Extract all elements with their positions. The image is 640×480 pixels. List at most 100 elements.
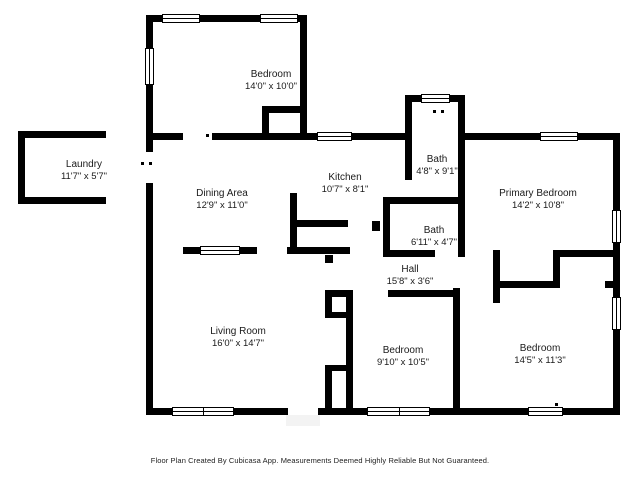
room-dimensions: 9'10" x 10'5" <box>376 357 430 368</box>
wall-segment <box>18 197 106 204</box>
wall-segment <box>493 281 560 288</box>
wall-segment <box>405 95 412 180</box>
room-dimensions: 4'8" x 9'1" <box>416 166 458 177</box>
room-name: Bedroom <box>519 343 561 354</box>
window-pane-line <box>422 97 449 99</box>
window-symbol <box>612 297 621 330</box>
door-marker <box>141 162 144 165</box>
window-pane-line <box>541 135 577 137</box>
room-name: Primary Bedroom <box>499 188 577 199</box>
wall-segment <box>234 408 288 415</box>
window-pane-line <box>201 249 239 251</box>
window-pane-line <box>163 17 199 19</box>
window-symbol <box>200 246 240 255</box>
wall-segment <box>553 250 620 257</box>
window-pane-line <box>615 211 617 242</box>
door-marker <box>206 134 209 137</box>
door-marker <box>433 110 436 113</box>
wall-segment <box>296 220 348 227</box>
wall-segment <box>325 293 332 318</box>
wall-segment <box>146 408 172 415</box>
wall-segment <box>383 197 460 204</box>
wall-segment <box>430 408 528 415</box>
wall-segment <box>183 247 200 254</box>
room-name: Kitchen <box>328 172 362 183</box>
wall-segment <box>332 365 346 371</box>
room-name: Hall <box>401 264 419 275</box>
wall-segment <box>458 95 465 257</box>
room-dimensions: 16'0" x 14'7" <box>211 338 265 349</box>
porch-shading <box>286 415 320 426</box>
room-dimensions: 14'2" x 10'8" <box>511 200 565 211</box>
room-name: Living Room <box>210 326 266 337</box>
window-symbol <box>421 94 450 103</box>
wall-segment <box>290 193 297 254</box>
window-pane-line <box>529 410 562 412</box>
window-pane-line <box>318 135 351 137</box>
wall-segment <box>383 250 435 257</box>
wall-segment <box>325 365 332 410</box>
wall-segment <box>212 133 405 140</box>
wall-segment <box>553 250 560 288</box>
wall-segment <box>332 312 346 318</box>
wall-segment <box>325 290 353 297</box>
window-symbol <box>317 132 352 141</box>
room-name: Bath <box>426 154 448 165</box>
wall-segment <box>493 250 500 303</box>
wall-segment <box>388 290 460 297</box>
wall-segment <box>146 15 307 22</box>
room-name: Bedroom <box>382 345 424 356</box>
room-dimensions: 14'5" x 11'3" <box>514 355 566 366</box>
window-symbol <box>367 407 430 416</box>
door-marker <box>441 110 444 113</box>
window-symbol <box>612 210 621 243</box>
wall-segment <box>262 106 307 113</box>
wall-segment <box>240 247 257 254</box>
wall-segment <box>372 221 380 231</box>
window-symbol <box>528 407 563 416</box>
door-marker <box>88 200 91 203</box>
window-pane-line <box>261 17 297 19</box>
window-symbol <box>145 48 154 85</box>
room-name: Bedroom <box>250 69 292 80</box>
wall-segment <box>300 15 307 133</box>
wall-segment <box>146 133 153 152</box>
wall-segment <box>18 131 106 138</box>
room-name: Bath <box>423 225 445 236</box>
window-symbol <box>172 407 234 416</box>
window-symbol <box>260 14 298 23</box>
wall-segment <box>346 293 353 410</box>
door-marker <box>88 135 91 138</box>
wall-segment <box>146 183 153 415</box>
window-symbol <box>540 132 578 141</box>
wall-segment <box>563 408 620 415</box>
disclaimer-text: Floor Plan Created By Cubicasa App. Meas… <box>150 456 490 465</box>
window-symbol <box>162 14 200 23</box>
wall-segment <box>262 106 269 133</box>
window-divider <box>398 408 400 415</box>
room-name: Laundry <box>65 159 103 170</box>
wall-segment <box>613 133 620 415</box>
room-dimensions: 15'8" x 3'6" <box>386 276 434 287</box>
window-divider <box>203 408 204 415</box>
room-dimensions: 12'9" x 11'0" <box>196 200 248 211</box>
door-marker <box>555 403 558 406</box>
wall-segment <box>18 131 25 204</box>
room-dimensions: 11'7" x 5'7" <box>60 171 108 182</box>
wall-segment <box>287 247 350 254</box>
window-pane-line <box>615 298 617 329</box>
wall-segment <box>605 281 620 288</box>
room-dimensions: 14'0" x 10'0" <box>244 81 298 92</box>
